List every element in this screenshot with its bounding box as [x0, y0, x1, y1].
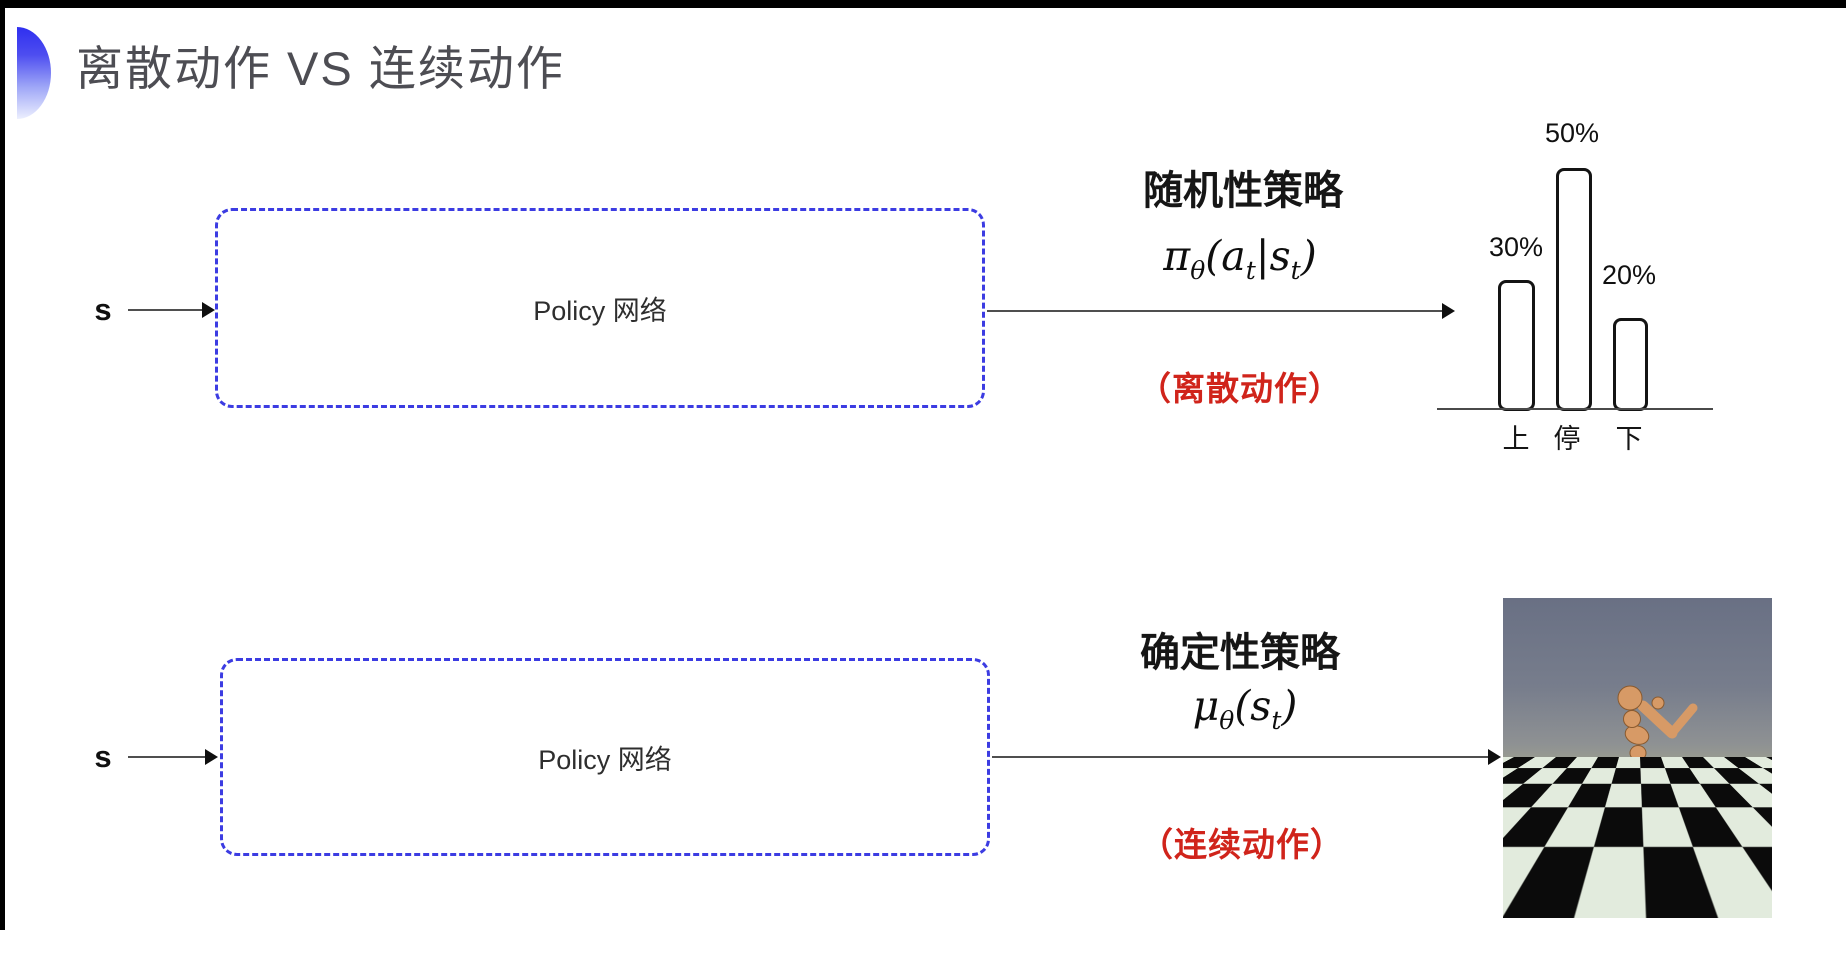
bottom-state-label: s — [94, 739, 112, 774]
formula-pi: π — [1163, 232, 1191, 280]
bottom-action-annotation: （连续动作） — [1140, 826, 1344, 863]
bottom-policy-type-label: 确定性策略 — [1140, 631, 1340, 675]
category-label-down: 下 — [1615, 424, 1643, 454]
bar-value-label: 20% — [1601, 260, 1657, 290]
formula-mu: μ — [1192, 682, 1220, 730]
category-label-up: 上 — [1502, 424, 1530, 454]
bottom-policy-network-box: Policy 网络 — [220, 658, 990, 856]
probability-bar-down — [1613, 318, 1648, 411]
formula-theta-sub: θ — [1190, 256, 1206, 286]
probability-bar-stop — [1556, 168, 1592, 411]
bar-value-label: 30% — [1488, 232, 1544, 262]
probability-bar-up — [1498, 280, 1535, 411]
formula-t-sub: t — [1271, 706, 1282, 736]
formula-theta-sub: θ — [1219, 706, 1235, 736]
slide-title: 离散动作 VS 连续动作 — [76, 42, 565, 95]
top-action-annotation: （离散动作） — [1138, 370, 1342, 407]
top-policy-network-box: Policy 网络 — [215, 208, 985, 408]
top-policy-network-label: Policy 网络 — [533, 295, 667, 326]
formula-bar-s: |s — [1255, 232, 1291, 280]
formula-close: ) — [1281, 682, 1298, 730]
bottom-policy-network-label: Policy 网络 — [538, 744, 672, 775]
humanoid-simulation-image — [1503, 598, 1772, 918]
left-border — [0, 0, 5, 930]
formula-t2-sub: t — [1290, 256, 1301, 286]
top-output-arrow — [987, 303, 1455, 319]
formula-close: ) — [1300, 232, 1317, 280]
bottom-output-arrow — [992, 749, 1501, 765]
title-accent-shape — [17, 27, 51, 119]
formula-t-sub: t — [1245, 256, 1256, 286]
bottom-input-arrow — [128, 749, 218, 765]
top-border — [0, 0, 1846, 8]
formula-open-s: (s — [1234, 682, 1272, 730]
bar-value-label: 50% — [1544, 118, 1600, 148]
top-state-label: s — [94, 292, 112, 327]
humanoid-robot-figure — [1586, 685, 1698, 907]
top-policy-type-label: 随机性策略 — [1143, 169, 1343, 213]
top-input-arrow — [128, 302, 215, 318]
chart-axis-line — [1437, 408, 1713, 410]
bottom-policy-formula: μθ(st) — [1035, 682, 1455, 735]
category-label-stop: 停 — [1553, 424, 1581, 454]
formula-open-a: (a — [1205, 232, 1246, 280]
top-policy-formula: πθ(at|st) — [1030, 232, 1450, 285]
